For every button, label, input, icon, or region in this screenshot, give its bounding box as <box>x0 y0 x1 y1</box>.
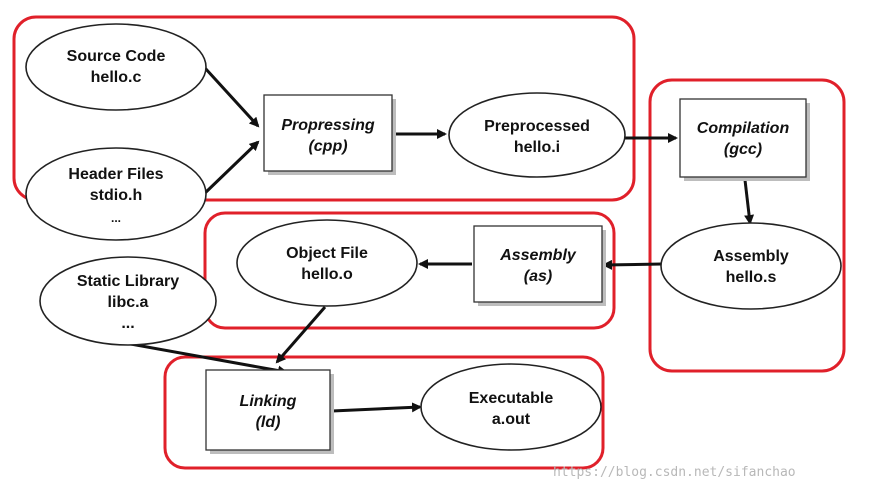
assembly-stage-frame <box>203 211 616 330</box>
preprocessing-stage-frame <box>12 15 636 202</box>
arrow-ld-to-executable <box>331 402 422 413</box>
source-code-title: Source Code <box>67 48 166 65</box>
static-library-title: Static Library <box>77 273 179 290</box>
propressing-title: Propressing <box>281 117 375 134</box>
arrow-gcc-to-assembly-file <box>743 179 755 225</box>
compilation-gcc-node: Compilation (gcc) <box>679 98 810 181</box>
executable-node: Executable a.out <box>420 363 602 451</box>
linking-ld-node: Linking (ld) <box>205 369 334 454</box>
source-code-node: Source Code hello.c <box>25 23 207 111</box>
preprocessed-node: Preprocessed hello.i <box>448 92 626 178</box>
header-files-file: stdio.h <box>90 187 142 204</box>
arrow-source-to-cpp <box>203 66 260 128</box>
static-library-more: ... <box>121 315 134 332</box>
static-library-node: Static Library libc.a ... <box>39 256 217 346</box>
linking-stage-frame <box>163 355 605 470</box>
header-files-more: ... <box>111 211 121 225</box>
propressing-tool: (cpp) <box>308 138 347 155</box>
compilation-stage-frame <box>648 78 846 373</box>
compilation-tool: (gcc) <box>724 141 762 158</box>
assembly-as-node: Assembly (as) <box>473 225 606 306</box>
assembly-step-title: Assembly <box>499 247 577 264</box>
executable-file: a.out <box>492 411 531 428</box>
propressing-cpp-node: Propressing (cpp) <box>263 94 396 175</box>
assembly-file-node: Assembly hello.s <box>660 222 842 310</box>
assembly-step-tool: (as) <box>524 268 552 285</box>
source-code-file: hello.c <box>91 69 142 86</box>
linking-title: Linking <box>240 393 297 410</box>
arrow-object-to-ld <box>275 306 327 364</box>
executable-title: Executable <box>469 390 554 407</box>
watermark-url: https://blog.csdn.net/sifanchao <box>553 465 796 480</box>
compilation-title: Compilation <box>697 120 790 137</box>
arrow-assembly-file-to-as <box>602 259 663 270</box>
linking-tool: (ld) <box>256 414 281 431</box>
arrow-header-to-cpp <box>203 140 260 195</box>
assembly-file-title: Assembly <box>713 248 789 265</box>
preprocessed-file: hello.i <box>514 139 560 156</box>
object-file-file: hello.o <box>301 266 353 283</box>
assembly-file-file: hello.s <box>726 269 777 286</box>
object-file-node: Object File hello.o <box>236 219 418 307</box>
static-library-file: libc.a <box>108 294 149 311</box>
header-files-title: Header Files <box>68 166 163 183</box>
arrow-library-to-ld <box>124 341 288 376</box>
object-file-title: Object File <box>286 245 368 262</box>
header-files-node: Header Files stdio.h ... <box>25 147 207 241</box>
preprocessed-title: Preprocessed <box>484 118 590 135</box>
